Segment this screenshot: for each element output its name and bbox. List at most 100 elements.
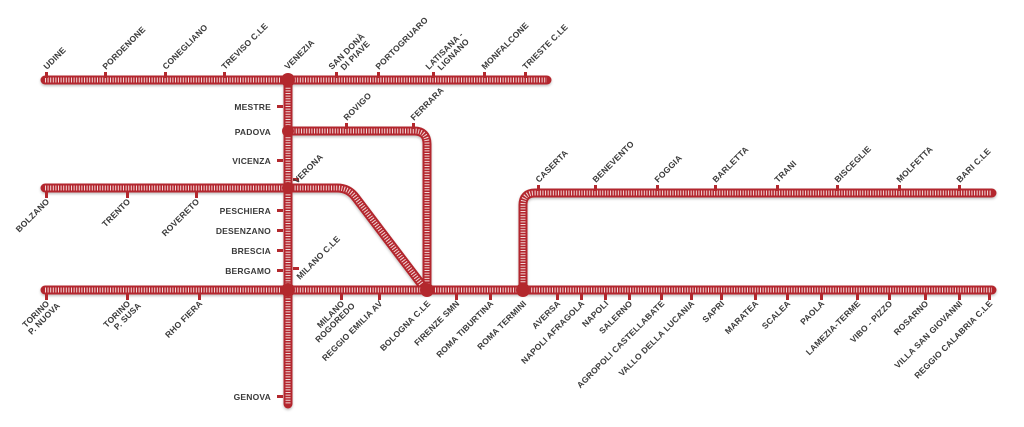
station-tick	[690, 294, 693, 300]
station-label-roma-tiburtina: ROMA TIBURTINA	[434, 298, 495, 359]
station-tick	[836, 185, 839, 191]
station-tick	[164, 72, 167, 78]
station-label-pordenone: PORDENONE	[100, 24, 147, 71]
station-tick	[660, 294, 663, 300]
station-label-bisceglie: BISCEGLIE	[832, 144, 873, 185]
station-tick	[293, 178, 299, 181]
station-tick	[524, 72, 527, 78]
station-label-maratea: MARATEA	[723, 298, 761, 336]
station-label-peschiera: PESCHIERA	[220, 206, 271, 216]
station-tick	[293, 267, 299, 270]
station-tick	[537, 185, 540, 191]
junction-roma	[516, 283, 530, 297]
station-label-padova: PADOVA	[235, 127, 271, 137]
station-tick	[104, 72, 107, 78]
station-label-benevento: BENEVENTO	[590, 139, 636, 185]
station-label-torino-p-nuova: TORINOP. NUOVA	[20, 294, 62, 336]
station-tick	[856, 294, 859, 300]
junction-bologna	[420, 283, 434, 297]
station-tick	[45, 72, 48, 78]
station-tick	[223, 72, 226, 78]
station-label-latisana: LATISANA -LIGNANO	[423, 30, 471, 78]
station-label-treviso: TREVISO C.LE	[219, 21, 270, 72]
station-label-verona: VERONA	[291, 152, 325, 186]
station-tick	[628, 294, 631, 300]
station-label-conegliano: CONEGLIANO	[160, 22, 209, 71]
station-tick	[340, 294, 343, 300]
station-label-portogruaro: PORTOGRUARO	[373, 15, 430, 72]
station-tick	[378, 294, 381, 300]
station-tick	[656, 185, 659, 191]
station-tick	[888, 294, 891, 300]
station-label-molfetta: MOLFETTA	[894, 144, 934, 184]
station-label-bolzano: BOLZANO	[14, 196, 52, 234]
station-label-trani: TRANI	[772, 158, 798, 184]
station-label-rho-fiera: RHO FIERA	[163, 298, 204, 339]
station-tick	[898, 185, 901, 191]
station-label-brescia: BRESCIA	[231, 246, 271, 256]
station-label-bologna: BOLOGNA C.LE	[378, 298, 433, 353]
station-label-san-dona: SAN DONÀDI PIAVE	[326, 31, 373, 78]
station-tick	[277, 395, 283, 398]
station-tick	[277, 269, 283, 272]
junction-padova	[282, 125, 294, 137]
route-lines	[40, 75, 997, 409]
station-label-trento: TRENTO	[100, 196, 133, 229]
station-tick	[776, 185, 779, 191]
junction-verona	[282, 182, 294, 194]
station-label-ferrara: FERRARA	[408, 85, 445, 122]
station-tick	[277, 229, 283, 232]
station-tick	[720, 294, 723, 300]
station-label-mestre: MESTRE	[234, 102, 271, 112]
labels-padova-branch: ROVIGO FERRARA	[341, 85, 445, 122]
station-tick	[377, 72, 380, 78]
station-label-caserta: CASERTA	[533, 148, 570, 185]
station-tick	[195, 192, 198, 198]
station-tick	[277, 249, 283, 252]
station-label-genova: GENOVA	[234, 392, 271, 402]
station-tick	[556, 294, 559, 300]
station-tick	[198, 294, 201, 300]
station-label-rovigo: ROVIGO	[341, 90, 373, 122]
labels-top-line: UDINE PORDENONE CONEGLIANO TREVISO C.LE …	[41, 15, 570, 78]
station-label-udine: UDINE	[41, 45, 68, 72]
station-label-scalea: SCALEA	[760, 298, 793, 331]
station-label-barletta: BARLETTA	[710, 144, 750, 184]
station-label-torino-p-susa: TORINOP. SUSA	[101, 294, 143, 336]
line-bolzano-verona-bologna	[40, 183, 430, 294]
station-tick	[483, 72, 486, 78]
station-label-vicenza: VICENZA	[232, 156, 271, 166]
line-roma-caserta-bari	[518, 188, 997, 295]
station-label-rovereto: ROVERETO	[160, 196, 202, 238]
station-tick	[277, 159, 283, 162]
station-ticks	[45, 72, 991, 398]
station-label-sapri: SAPRI	[700, 298, 726, 324]
junctions	[281, 73, 530, 297]
station-tick	[594, 185, 597, 191]
station-label-bergamo: BERGAMO	[225, 266, 271, 276]
station-label-desenzano: DESENZANO	[216, 226, 271, 236]
labels-main-line: TORINOP. NUOVA TORINOP. SUSA RHO FIERA M…	[20, 294, 994, 390]
station-tick	[958, 185, 961, 191]
junction-venezia	[281, 73, 295, 87]
station-tick	[924, 294, 927, 300]
station-tick	[277, 209, 283, 212]
station-tick	[604, 294, 607, 300]
station-label-venezia: VENEZIA	[282, 37, 316, 71]
station-tick	[714, 185, 717, 191]
labels-adriatic-line: CASERTA BENEVENTO FOGGIA BARLETTA TRANI …	[533, 139, 992, 185]
station-tick	[126, 192, 129, 198]
station-tick	[455, 294, 458, 300]
station-tick	[958, 294, 961, 300]
station-tick	[277, 105, 283, 108]
station-tick	[412, 123, 415, 129]
line-padova-ferrara-bologna	[283, 126, 432, 295]
station-tick	[580, 294, 583, 300]
station-label-paola: PAOLA	[798, 298, 826, 326]
station-tick	[786, 294, 789, 300]
station-tick	[432, 72, 435, 78]
station-tick	[126, 294, 129, 300]
station-tick	[988, 294, 991, 300]
station-label-milano-cle: MILANO C.LE	[294, 234, 342, 282]
